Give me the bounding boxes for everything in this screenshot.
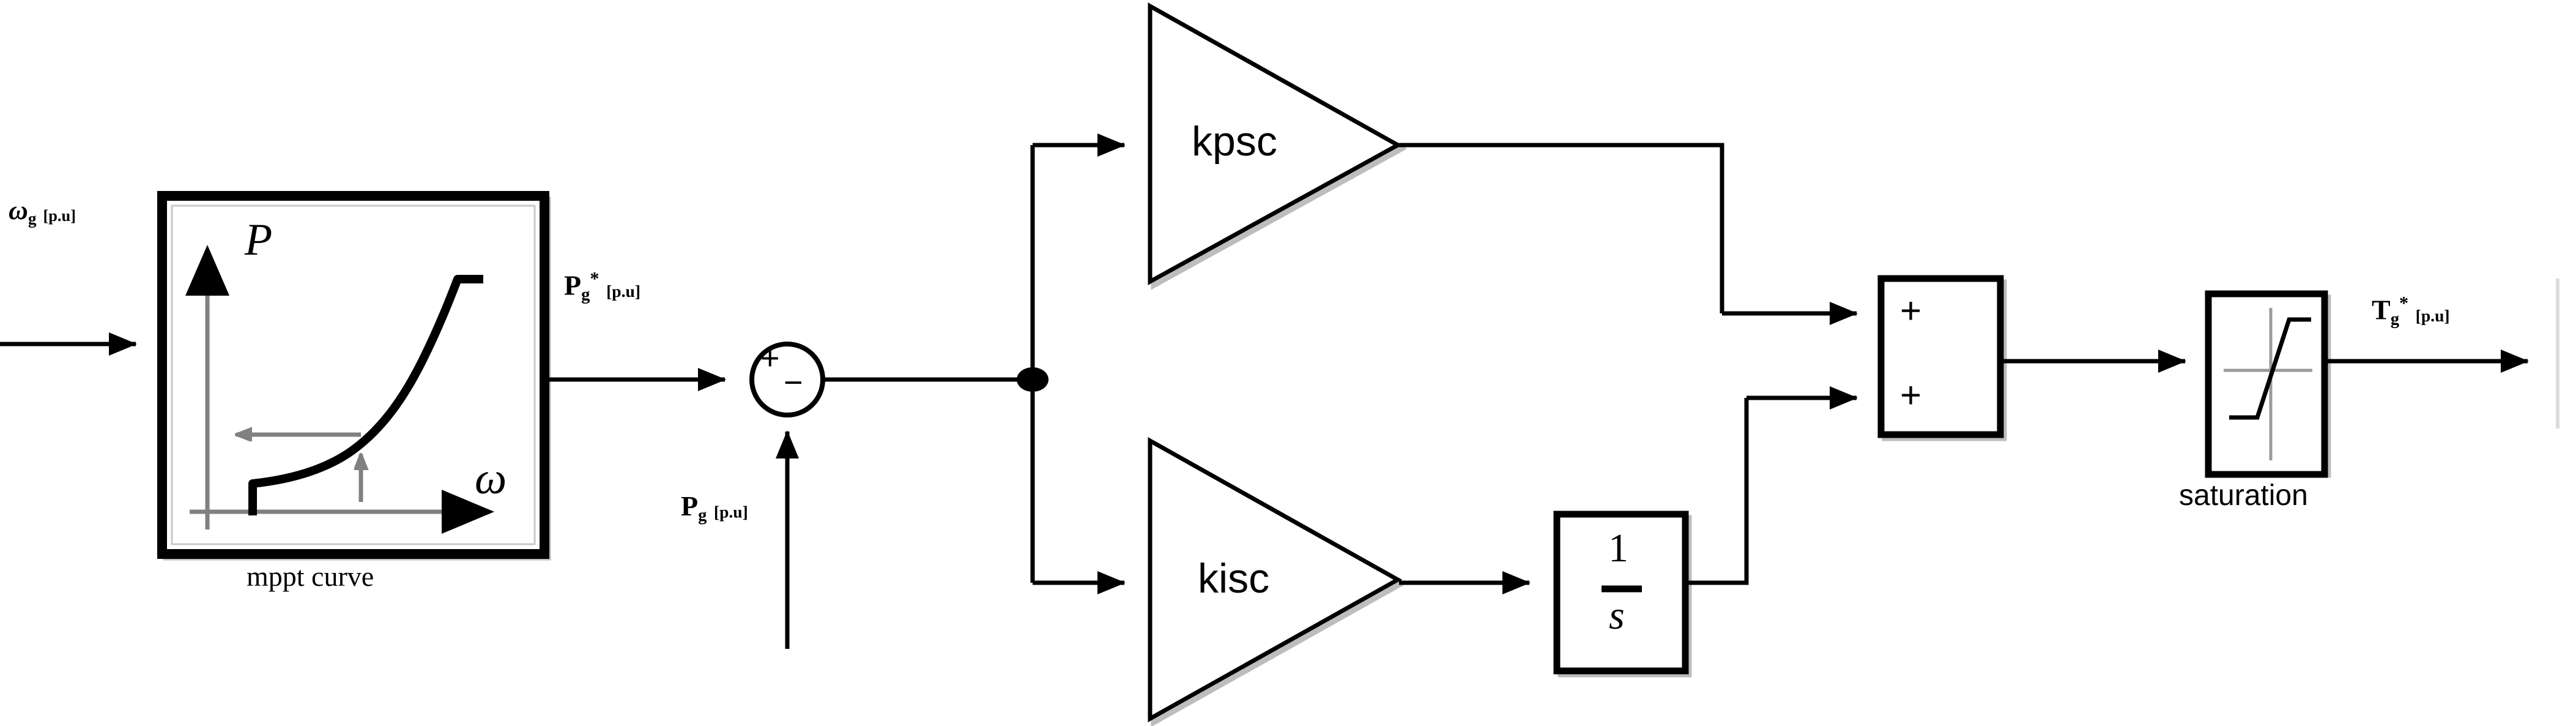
signal-wires [0, 133, 2529, 649]
wire-integrator-to-sum [1687, 398, 1749, 585]
label-omega-g-input: ωg [p.u] [9, 195, 76, 228]
saturation-axes [2224, 308, 2312, 460]
label-pg-reference: Pg* [p.u] [564, 268, 640, 305]
pg-ref-base: P [564, 269, 582, 301]
sum-sign-minus: − [784, 364, 803, 401]
pg-fb-subscript: g [698, 506, 707, 525]
tg-ref-superscript: * [2399, 293, 2409, 313]
tg-ref-base: T [2372, 294, 2391, 326]
mppt-y-axis-label: P [245, 215, 273, 265]
summing-block-output[interactable] [1877, 275, 2004, 438]
gain-label-kpsc: kpsc [1192, 118, 1277, 165]
omega-subscript: g [28, 209, 37, 228]
mppt-block-caption: mppt curve [247, 561, 374, 592]
omega-symbol: ω [9, 195, 28, 225]
gain-block-kisc[interactable] [1148, 437, 1403, 722]
gain-block-kpsc[interactable] [1148, 2, 1403, 285]
pg-fb-base: P [681, 490, 699, 522]
output-sum-plus-bottom: + [1900, 375, 1922, 416]
label-pg-feedback: Pg [p.u] [681, 490, 748, 526]
tg-ref-unit: [p.u] [2415, 305, 2450, 325]
mppt-x-axis-label: ω [475, 454, 507, 504]
output-sum-plus-top: + [1900, 290, 1922, 331]
pg-ref-superscript: * [590, 268, 599, 289]
wire-kpsc-to-sum [1399, 143, 1724, 313]
saturation-block[interactable] [2205, 290, 2328, 478]
mppt-x-axis-arrow [442, 490, 494, 534]
integrator-numerator: 1 [1608, 526, 1628, 571]
mppt-projection-lines [236, 435, 361, 502]
branch-junction-dot [1017, 367, 1049, 392]
pg-ref-unit: [p.u] [606, 281, 641, 301]
integrator-denominator: s [1609, 593, 1625, 638]
pg-ref-subscript: g [581, 285, 590, 305]
mppt-axes [190, 277, 465, 530]
label-tg-reference: Tg* [p.u] [2372, 293, 2450, 329]
pg-fb-unit: [p.u] [713, 502, 748, 522]
mppt-block[interactable] [157, 191, 549, 559]
saturation-block-caption: saturation [2179, 479, 2308, 512]
mppt-characteristic-curve [248, 275, 483, 515]
mppt-y-axis-arrow [185, 245, 229, 296]
saturation-transfer-curve [2229, 317, 2311, 420]
sum-sign-plus: + [760, 340, 780, 376]
tg-ref-subscript: g [2390, 310, 2399, 329]
gain-label-kisc: kisc [1198, 555, 1270, 602]
integrator-block[interactable] [1553, 511, 1689, 675]
summing-junction-error[interactable] [749, 342, 825, 417]
omega-unit: [p.u] [43, 206, 76, 225]
